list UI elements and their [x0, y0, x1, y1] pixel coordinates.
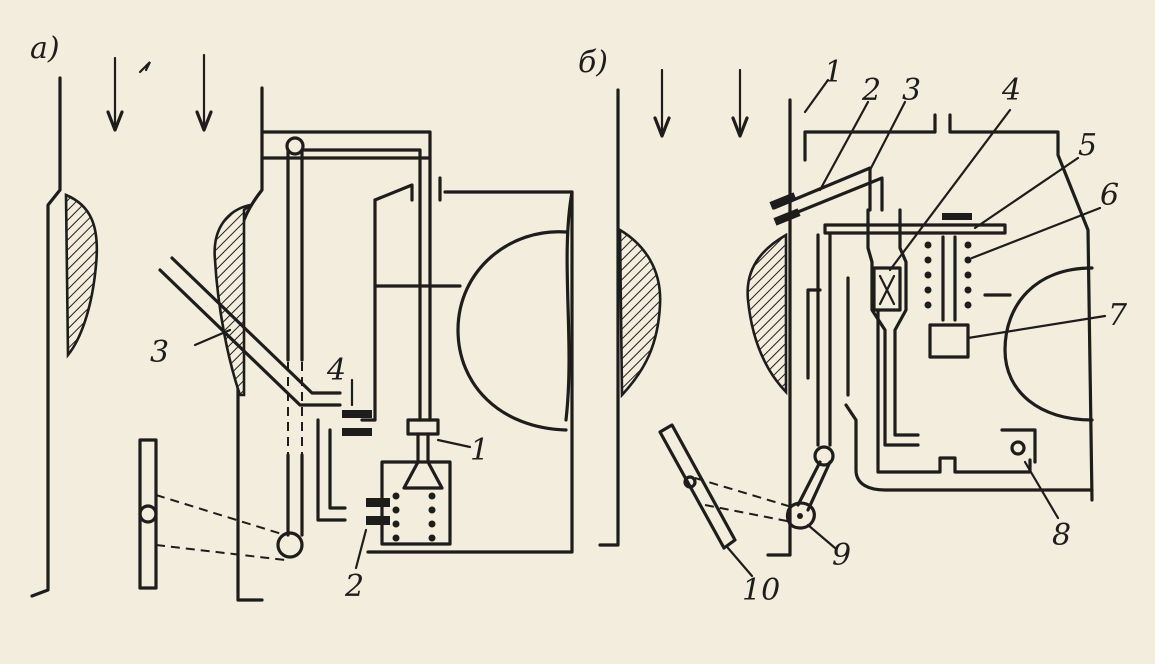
push-rod	[816, 233, 832, 447]
leader-b-2	[818, 100, 870, 192]
top-air-channel	[260, 130, 432, 160]
panel-a: а) 1 2 3 4	[30, 31, 574, 604]
jet-b-2	[769, 192, 797, 210]
pipe-b-3	[776, 176, 884, 222]
spring-6-dots	[924, 241, 972, 309]
label-b-8: 8	[1052, 518, 1071, 553]
throttle-axis	[138, 504, 158, 524]
body-b-bottom	[844, 403, 1094, 492]
label-b-10: 10	[742, 573, 780, 608]
leader-b-7	[966, 314, 1107, 340]
pipe-3-bend	[316, 418, 347, 522]
leader-2	[354, 528, 368, 570]
piston-rod	[941, 235, 957, 322]
rod-pivot	[813, 445, 835, 467]
jet-4-lower	[342, 428, 372, 436]
link-rod	[796, 460, 832, 512]
airflow-arrowhead-b-left	[653, 116, 671, 138]
jet-b-2-lower	[773, 208, 801, 226]
chamber-b-right-wall	[766, 98, 792, 557]
plate-5	[823, 223, 1007, 235]
label-a-4: 4	[326, 353, 346, 388]
label-a-3: 3	[150, 335, 169, 370]
label-b-2: 2	[861, 73, 881, 108]
valve-spring-dots	[392, 492, 436, 542]
pump-channel-right	[893, 208, 920, 437]
label-a-1: 1	[470, 433, 489, 468]
body-b-top-right	[948, 113, 1094, 502]
tube-hidden-section	[287, 362, 303, 455]
leader-b-1	[803, 78, 830, 114]
leader-3	[193, 328, 232, 347]
leader-b-3	[868, 100, 907, 172]
venturi-right-hatched	[213, 203, 251, 397]
venturi-b-left-hatched	[618, 227, 662, 399]
float-b	[1003, 266, 1094, 422]
piston-7	[928, 323, 970, 359]
label-b-5: 5	[1078, 128, 1097, 163]
pivot-8	[1010, 440, 1026, 456]
float	[456, 230, 568, 432]
float-chamber-edge	[564, 190, 574, 422]
fuel-channel-inner	[300, 148, 422, 422]
jet-4	[342, 410, 372, 418]
idle-channel-top	[373, 183, 414, 202]
plate-5-cap	[942, 213, 972, 220]
throttle-lever-pivot	[276, 531, 304, 559]
throttle-10-axis	[683, 475, 697, 489]
label-a-2: 2	[344, 569, 364, 604]
leader-b-8	[1023, 460, 1060, 520]
chamber-b-left-wall	[598, 88, 620, 547]
throttle-b-linkage	[694, 477, 796, 523]
label-b-6: 6	[1100, 178, 1119, 213]
panel-a-tag: а)	[30, 31, 60, 66]
throttle-linkage	[155, 494, 286, 561]
pipe-3-bend-inner	[328, 428, 347, 510]
label-b-3: 3	[902, 73, 921, 108]
needle-valve-cone	[402, 432, 444, 490]
label-b-9: 9	[832, 538, 851, 573]
throttle-plate	[138, 438, 158, 590]
check-valve-cross	[878, 274, 896, 306]
leader-b-10	[726, 546, 754, 578]
idle-channel	[360, 198, 377, 422]
venturi-left-hatched	[64, 193, 99, 359]
stray-mark	[138, 61, 151, 74]
body-b-top-left	[803, 113, 937, 162]
pump-channel-left	[866, 208, 920, 447]
lever-9	[785, 501, 816, 530]
needle-valve-1	[406, 418, 440, 436]
inner-wall-b	[806, 288, 822, 380]
panel-b: б) 1 2 3 4 5 6 7 8 9 10	[578, 45, 1128, 608]
float-chamber-inner	[380, 460, 452, 546]
float-chamber-body	[366, 190, 574, 554]
pipe-3-lower	[170, 256, 342, 395]
airflow-arrowhead-left	[106, 110, 124, 132]
airflow-arrowhead-b-right	[731, 116, 749, 138]
jet-2-lower	[366, 516, 390, 525]
pipe-3-upper	[158, 268, 342, 407]
lever-9-hole	[797, 513, 803, 519]
leader-b-9	[806, 523, 837, 550]
tube-top-cap	[285, 136, 305, 156]
airflow-arrowhead-right	[195, 110, 213, 132]
leader-1	[436, 438, 472, 449]
bottom-channel	[876, 308, 1032, 474]
venturi-b-right-hatched	[746, 232, 788, 396]
tube-lower	[286, 453, 304, 537]
label-b-4: 4	[1001, 73, 1021, 108]
label-b-7: 7	[1108, 298, 1128, 333]
label-b-1: 1	[824, 55, 843, 90]
throttle-plate-10	[658, 423, 737, 550]
leader-b-4	[888, 108, 1012, 272]
leader-b-5	[973, 156, 1080, 230]
leader-b-6	[970, 206, 1102, 260]
check-valve-4	[872, 266, 902, 312]
jet-2	[366, 498, 390, 507]
bracket-8	[1000, 428, 1037, 464]
panel-b-tag: б)	[578, 45, 608, 80]
chamber-left-wall	[30, 76, 62, 598]
